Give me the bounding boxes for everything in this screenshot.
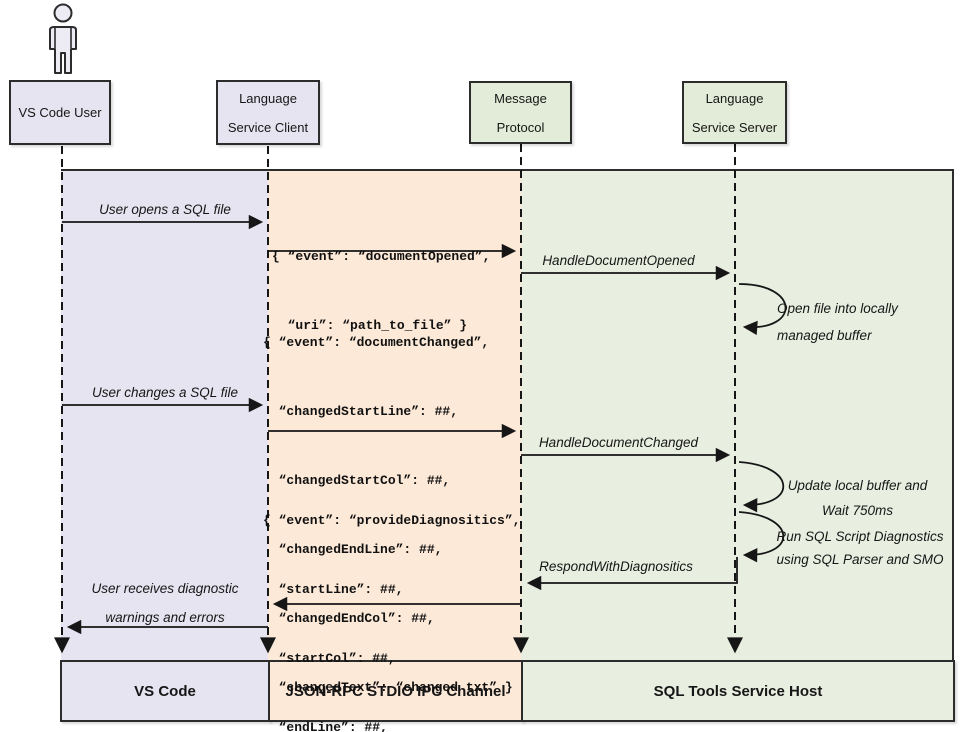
footer-label: VS Code xyxy=(134,682,196,700)
actor-label: Service Server xyxy=(691,119,778,135)
message-label-handle-changed: HandleDocumentChanged xyxy=(538,435,699,450)
actor-box-language-service-client: Language Service Client xyxy=(216,80,320,145)
message-label-respond-with: RespondWithDiagnositics xyxy=(539,559,693,574)
note-line: using SQL Parser and SMO xyxy=(776,552,944,567)
lane-service-host xyxy=(521,171,954,660)
footer-label: JSON-RPC STDIO IPC Channel xyxy=(285,682,506,700)
actor-box-language-service-server: Language Service Server xyxy=(682,81,787,144)
footer-label: SQL Tools Service Host xyxy=(653,682,823,700)
note-line: Run SQL Script Diagnostics xyxy=(776,529,944,544)
payload-provide-diagnostics: { “event”: “provideDiagnositics”, “start… xyxy=(263,463,520,732)
footer-box-service-host: SQL Tools Service Host xyxy=(521,660,955,722)
actor-label: Message xyxy=(494,90,547,106)
payload-line: { “event”: “documentOpened”, xyxy=(272,249,491,264)
payload-line: “startCol”: ##, xyxy=(263,651,396,666)
message-label-user-changes: User changes a SQL file xyxy=(91,385,239,400)
user-actor-icon xyxy=(49,3,77,74)
payload-line: “changedStartLine”: ##, xyxy=(263,404,459,419)
actor-label: Language xyxy=(705,90,764,106)
footer-box-ipc-channel: JSON-RPC STDIO IPC Channel xyxy=(268,660,523,722)
note-run-diagnostics: Run SQL Script Diagnostics using SQL Par… xyxy=(762,525,958,571)
message-label-handle-opened: HandleDocumentOpened xyxy=(542,253,695,268)
note-line: Update local buffer and xyxy=(787,478,928,493)
actor-box-message-protocol: Message Protocol xyxy=(469,81,572,144)
message-label-user-opens: User opens a SQL file xyxy=(99,202,231,217)
label-line: warnings and errors xyxy=(105,610,225,625)
label-line: User receives diagnostic xyxy=(91,581,239,596)
message-label-user-receives: User receives diagnostic warnings and er… xyxy=(62,574,268,632)
note-line: managed buffer xyxy=(777,328,872,343)
payload-line: { “event”: “documentChanged”, xyxy=(263,335,490,350)
payload-line: “startLine”: ##, xyxy=(263,582,404,597)
payload-line: { “event”: “provideDiagnositics”, xyxy=(263,513,521,528)
footer-box-vscode: VS Code xyxy=(60,660,270,722)
actor-label: Service Client xyxy=(227,119,309,135)
note-update-buffer: Update local buffer and Wait 750ms xyxy=(765,473,950,523)
actor-label: VS Code User xyxy=(18,105,102,120)
actor-label: Protocol xyxy=(496,119,545,135)
note-open-file: Open file into locally managed buffer xyxy=(777,295,898,349)
actor-label: Language xyxy=(239,90,297,106)
actor-box-vscode-user: VS Code User xyxy=(9,80,111,145)
payload-line: “changedText”: “changed txt” } xyxy=(263,680,513,695)
note-line: Open file into locally xyxy=(777,301,898,316)
payload-line: “endLine”: ##, xyxy=(263,720,388,732)
note-line: Wait 750ms xyxy=(821,503,894,518)
